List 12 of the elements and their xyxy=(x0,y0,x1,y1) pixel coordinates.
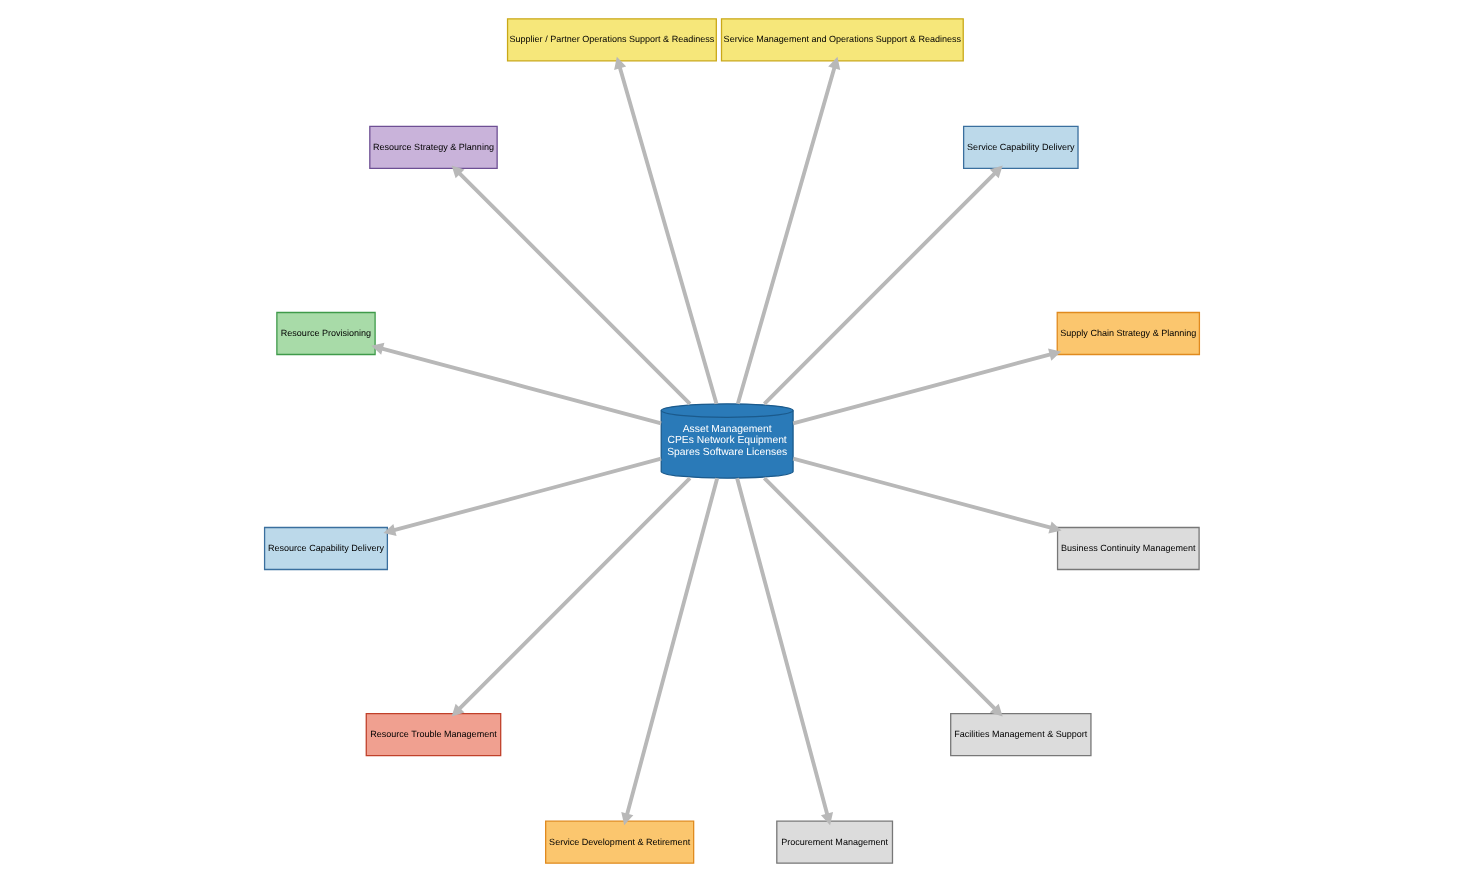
arrow xyxy=(370,342,661,426)
arrow xyxy=(734,56,840,405)
arrow xyxy=(450,476,691,717)
arrow xyxy=(734,477,833,826)
arrow xyxy=(613,56,718,405)
arrow xyxy=(791,456,1061,534)
arrow xyxy=(450,165,691,406)
arrow xyxy=(761,476,1002,717)
arrow xyxy=(761,165,1002,406)
arrow xyxy=(620,477,719,826)
arrow xyxy=(791,348,1061,426)
arrow xyxy=(382,456,661,537)
